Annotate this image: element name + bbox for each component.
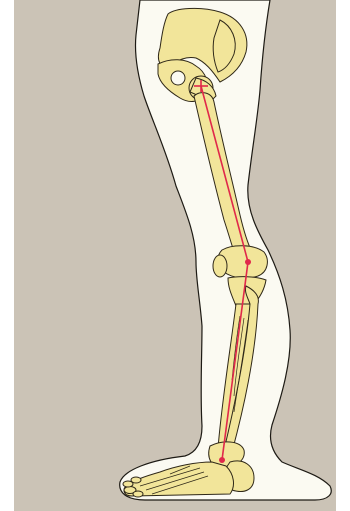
ankle-center-point: [219, 457, 225, 463]
knee-center-point: [245, 259, 251, 265]
obturator-foramen: [171, 71, 185, 85]
patella-bone: [213, 255, 227, 277]
